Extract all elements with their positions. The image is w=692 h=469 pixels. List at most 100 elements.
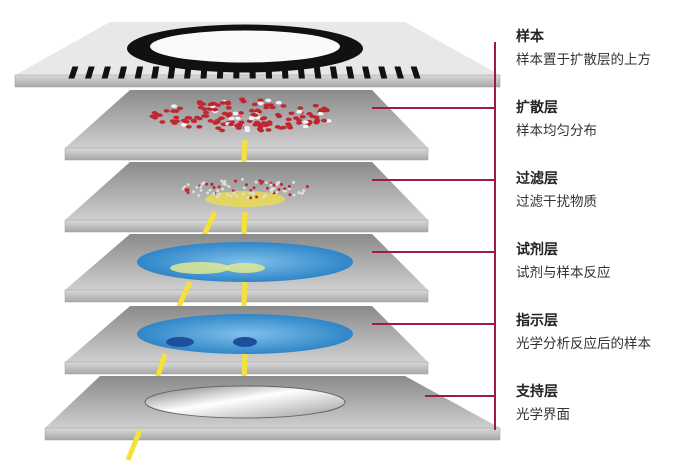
blood-cell bbox=[194, 116, 200, 120]
filtered-particle bbox=[265, 181, 268, 184]
filtered-particle bbox=[227, 185, 230, 188]
filtered-particle bbox=[220, 179, 223, 182]
blood-cell bbox=[276, 115, 282, 119]
blood-cell bbox=[306, 112, 312, 116]
filtered-particle bbox=[301, 192, 304, 195]
filtered-particle bbox=[292, 181, 295, 184]
blood-cell bbox=[173, 109, 179, 113]
blood-cell bbox=[212, 108, 218, 112]
filtered-particle bbox=[226, 193, 229, 196]
blood-cell bbox=[300, 115, 306, 119]
blood-cell bbox=[296, 121, 302, 125]
filtered-particle bbox=[242, 192, 245, 195]
blood-cell bbox=[181, 123, 187, 127]
filtered-particle bbox=[185, 189, 188, 192]
blood-cell bbox=[152, 111, 158, 115]
filtered-particle bbox=[302, 189, 305, 192]
filtered-particle bbox=[234, 180, 237, 183]
layer-title: 样本 bbox=[516, 28, 651, 46]
reaction-spot bbox=[225, 263, 265, 273]
filtered-particle bbox=[270, 184, 273, 187]
blood-cell bbox=[276, 101, 282, 105]
filtered-particle bbox=[266, 187, 269, 190]
blood-cell bbox=[171, 104, 177, 108]
blood-cell bbox=[252, 103, 258, 107]
blood-cell bbox=[297, 106, 303, 110]
filtered-particle bbox=[218, 185, 221, 188]
blood-cell bbox=[321, 119, 327, 123]
blood-cell bbox=[303, 125, 309, 129]
blood-cell bbox=[220, 101, 226, 105]
reagent-area bbox=[137, 314, 353, 354]
filtered-particle bbox=[224, 183, 227, 186]
blood-cell bbox=[254, 121, 260, 125]
blood-cell bbox=[191, 119, 197, 123]
filtered-particle bbox=[235, 195, 238, 198]
blood-cell bbox=[181, 119, 187, 123]
filtered-particle bbox=[243, 186, 246, 189]
filtered-particle bbox=[187, 191, 190, 194]
reagent-area bbox=[137, 242, 353, 282]
blood-cell bbox=[258, 98, 264, 102]
filtered-particle bbox=[288, 185, 291, 188]
blood-cell bbox=[164, 109, 170, 113]
filtered-particle bbox=[206, 191, 209, 194]
filtered-particle bbox=[282, 190, 285, 193]
blood-cell bbox=[210, 102, 216, 106]
filtered-particle bbox=[232, 191, 235, 194]
blood-cell bbox=[287, 126, 293, 130]
blood-cell bbox=[260, 117, 266, 121]
filtered-particle bbox=[197, 194, 200, 197]
filtered-particle bbox=[258, 179, 261, 182]
filtered-particle bbox=[223, 180, 226, 183]
blood-cell bbox=[296, 110, 302, 114]
barcode-bar bbox=[233, 67, 239, 79]
filtered-particle bbox=[183, 185, 186, 188]
blood-cell bbox=[203, 111, 209, 115]
blood-cell bbox=[258, 101, 264, 105]
blood-cell bbox=[293, 116, 299, 120]
blood-cell bbox=[228, 117, 234, 121]
layer-5 bbox=[45, 376, 500, 440]
blood-cell bbox=[157, 113, 163, 117]
blood-cell bbox=[239, 121, 245, 125]
barcode-bar bbox=[200, 67, 207, 79]
layer-description: 过滤干扰物质 bbox=[516, 192, 597, 212]
filtered-particle bbox=[212, 192, 215, 195]
layer-description: 光学界面 bbox=[516, 405, 570, 425]
plate-top bbox=[65, 162, 428, 220]
blood-cell bbox=[235, 116, 241, 120]
filtered-particle bbox=[210, 183, 213, 186]
filtered-particle bbox=[209, 189, 212, 192]
blood-cell bbox=[236, 125, 242, 129]
blood-cell bbox=[286, 118, 292, 122]
barcode-bar bbox=[217, 67, 224, 79]
blood-cell bbox=[313, 104, 319, 108]
filtered-particle bbox=[271, 190, 274, 193]
blood-cell bbox=[264, 103, 270, 107]
blood-cell bbox=[258, 129, 264, 133]
filtered-particle bbox=[306, 185, 309, 188]
filtered-particle bbox=[241, 178, 244, 181]
filtered-particle bbox=[249, 189, 252, 192]
layer-description: 样本置于扩散层的上方 bbox=[516, 50, 651, 70]
blood-cell bbox=[278, 126, 284, 130]
layer-description: 试剂与样本反应 bbox=[516, 263, 611, 283]
filtered-particle bbox=[199, 185, 202, 188]
blood-cell bbox=[198, 106, 204, 110]
blood-cell bbox=[314, 120, 320, 124]
layer-0 bbox=[15, 22, 500, 87]
layer-label: 样本样本置于扩散层的上方 bbox=[516, 28, 651, 70]
layer-title: 试剂层 bbox=[516, 241, 611, 259]
blood-cell bbox=[289, 111, 295, 115]
layer-title: 扩散层 bbox=[516, 99, 597, 117]
filtered-particle bbox=[297, 191, 300, 194]
filtered-particle bbox=[216, 189, 219, 192]
blood-cell bbox=[197, 102, 203, 106]
filtered-particle bbox=[288, 193, 291, 196]
filtered-particle bbox=[249, 191, 252, 194]
filtered-particle bbox=[229, 194, 232, 197]
indicator-spot bbox=[233, 337, 257, 347]
filtered-particle bbox=[216, 195, 219, 198]
barcode-bar bbox=[266, 67, 272, 79]
